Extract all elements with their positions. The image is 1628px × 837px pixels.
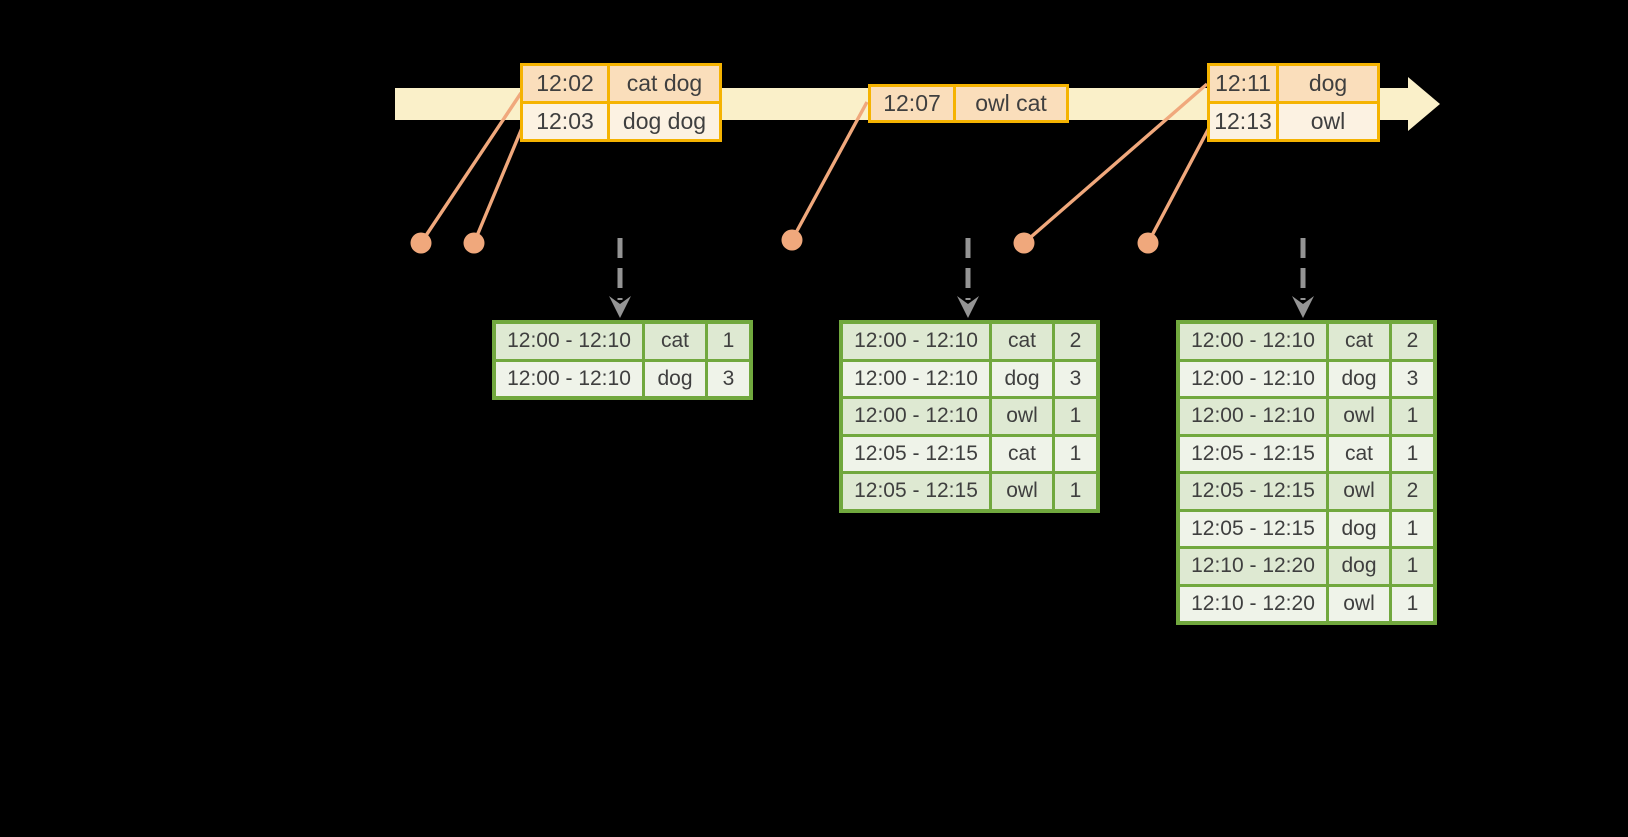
event-dot — [1137, 232, 1159, 254]
arrowhead-icon — [1292, 296, 1314, 318]
words-cell: cat dog — [610, 66, 719, 101]
window-cell: 12:00 - 12:10 — [496, 324, 642, 359]
word-cell: dog — [1329, 549, 1389, 584]
count-cell: 2 — [1392, 474, 1433, 509]
count-cell: 1 — [1392, 549, 1433, 584]
count-cell: 1 — [1055, 399, 1096, 434]
time-cell: 12:07 — [871, 87, 953, 120]
event-connector-line — [1146, 125, 1212, 244]
window-cell: 12:05 - 12:15 — [843, 474, 989, 509]
event-dot — [781, 229, 803, 251]
event-dot — [463, 232, 485, 254]
words-cell: owl — [1279, 104, 1377, 139]
event-dot — [410, 232, 432, 254]
count-cell: 3 — [1055, 361, 1096, 396]
window-cell: 12:05 - 12:15 — [1180, 474, 1326, 509]
time-cell: 12:03 — [523, 104, 607, 139]
word-cell: cat — [992, 436, 1052, 471]
time-cell: 12:02 — [523, 66, 607, 101]
count-cell: 1 — [1392, 586, 1433, 621]
count-cell: 1 — [1392, 436, 1433, 471]
count-cell: 1 — [1055, 474, 1096, 509]
words-cell: dog — [1279, 66, 1377, 101]
arrowhead-icon — [609, 296, 631, 318]
time-cell: 12:11 — [1210, 66, 1276, 101]
word-cell: cat — [1329, 436, 1389, 471]
event-connector-line — [790, 101, 869, 241]
event-connector-line — [472, 127, 524, 244]
window-cell: 12:05 - 12:15 — [843, 436, 989, 471]
window-cell: 12:00 - 12:10 — [1180, 361, 1326, 396]
window-cell: 12:10 - 12:20 — [1180, 549, 1326, 584]
count-cell: 3 — [708, 361, 749, 396]
count-cell: 3 — [1392, 361, 1433, 396]
count-cell: 1 — [1392, 511, 1433, 546]
word-cell: owl — [992, 399, 1052, 434]
window-cell: 12:05 - 12:15 — [1180, 511, 1326, 546]
time-cell: 12:13 — [1210, 104, 1276, 139]
word-cell: dog — [1329, 361, 1389, 396]
word-cell: dog — [992, 361, 1052, 396]
trigger-arrow — [609, 238, 631, 318]
window-cell: 12:00 - 12:10 — [1180, 324, 1326, 359]
words-cell: owl cat — [956, 87, 1066, 120]
word-cell: cat — [645, 324, 705, 359]
words-cell: dog dog — [610, 104, 719, 139]
window-cell: 12:00 - 12:10 — [843, 324, 989, 359]
count-cell: 1 — [1392, 399, 1433, 434]
window-cell: 12:00 - 12:10 — [1180, 399, 1326, 434]
word-cell: owl — [1329, 474, 1389, 509]
timeline-arrowhead-icon — [1408, 77, 1440, 131]
word-cell: owl — [1329, 399, 1389, 434]
count-cell: 1 — [1055, 436, 1096, 471]
window-cell: 12:00 - 12:10 — [843, 399, 989, 434]
count-cell: 2 — [1392, 324, 1433, 359]
word-cell: owl — [992, 474, 1052, 509]
window-cell: 12:05 - 12:15 — [1180, 436, 1326, 471]
word-cell: cat — [1329, 324, 1389, 359]
window-cell: 12:00 - 12:10 — [496, 361, 642, 396]
event-dot — [1013, 232, 1035, 254]
count-cell: 2 — [1055, 324, 1096, 359]
trigger-arrow — [1292, 238, 1314, 318]
arrowhead-icon — [957, 296, 979, 318]
window-cell: 12:00 - 12:10 — [843, 361, 989, 396]
trigger-arrow — [957, 238, 979, 318]
word-cell: dog — [1329, 511, 1389, 546]
count-cell: 1 — [708, 324, 749, 359]
word-cell: cat — [992, 324, 1052, 359]
word-cell: owl — [1329, 586, 1389, 621]
window-cell: 12:10 - 12:20 — [1180, 586, 1326, 621]
word-cell: dog — [645, 361, 705, 396]
